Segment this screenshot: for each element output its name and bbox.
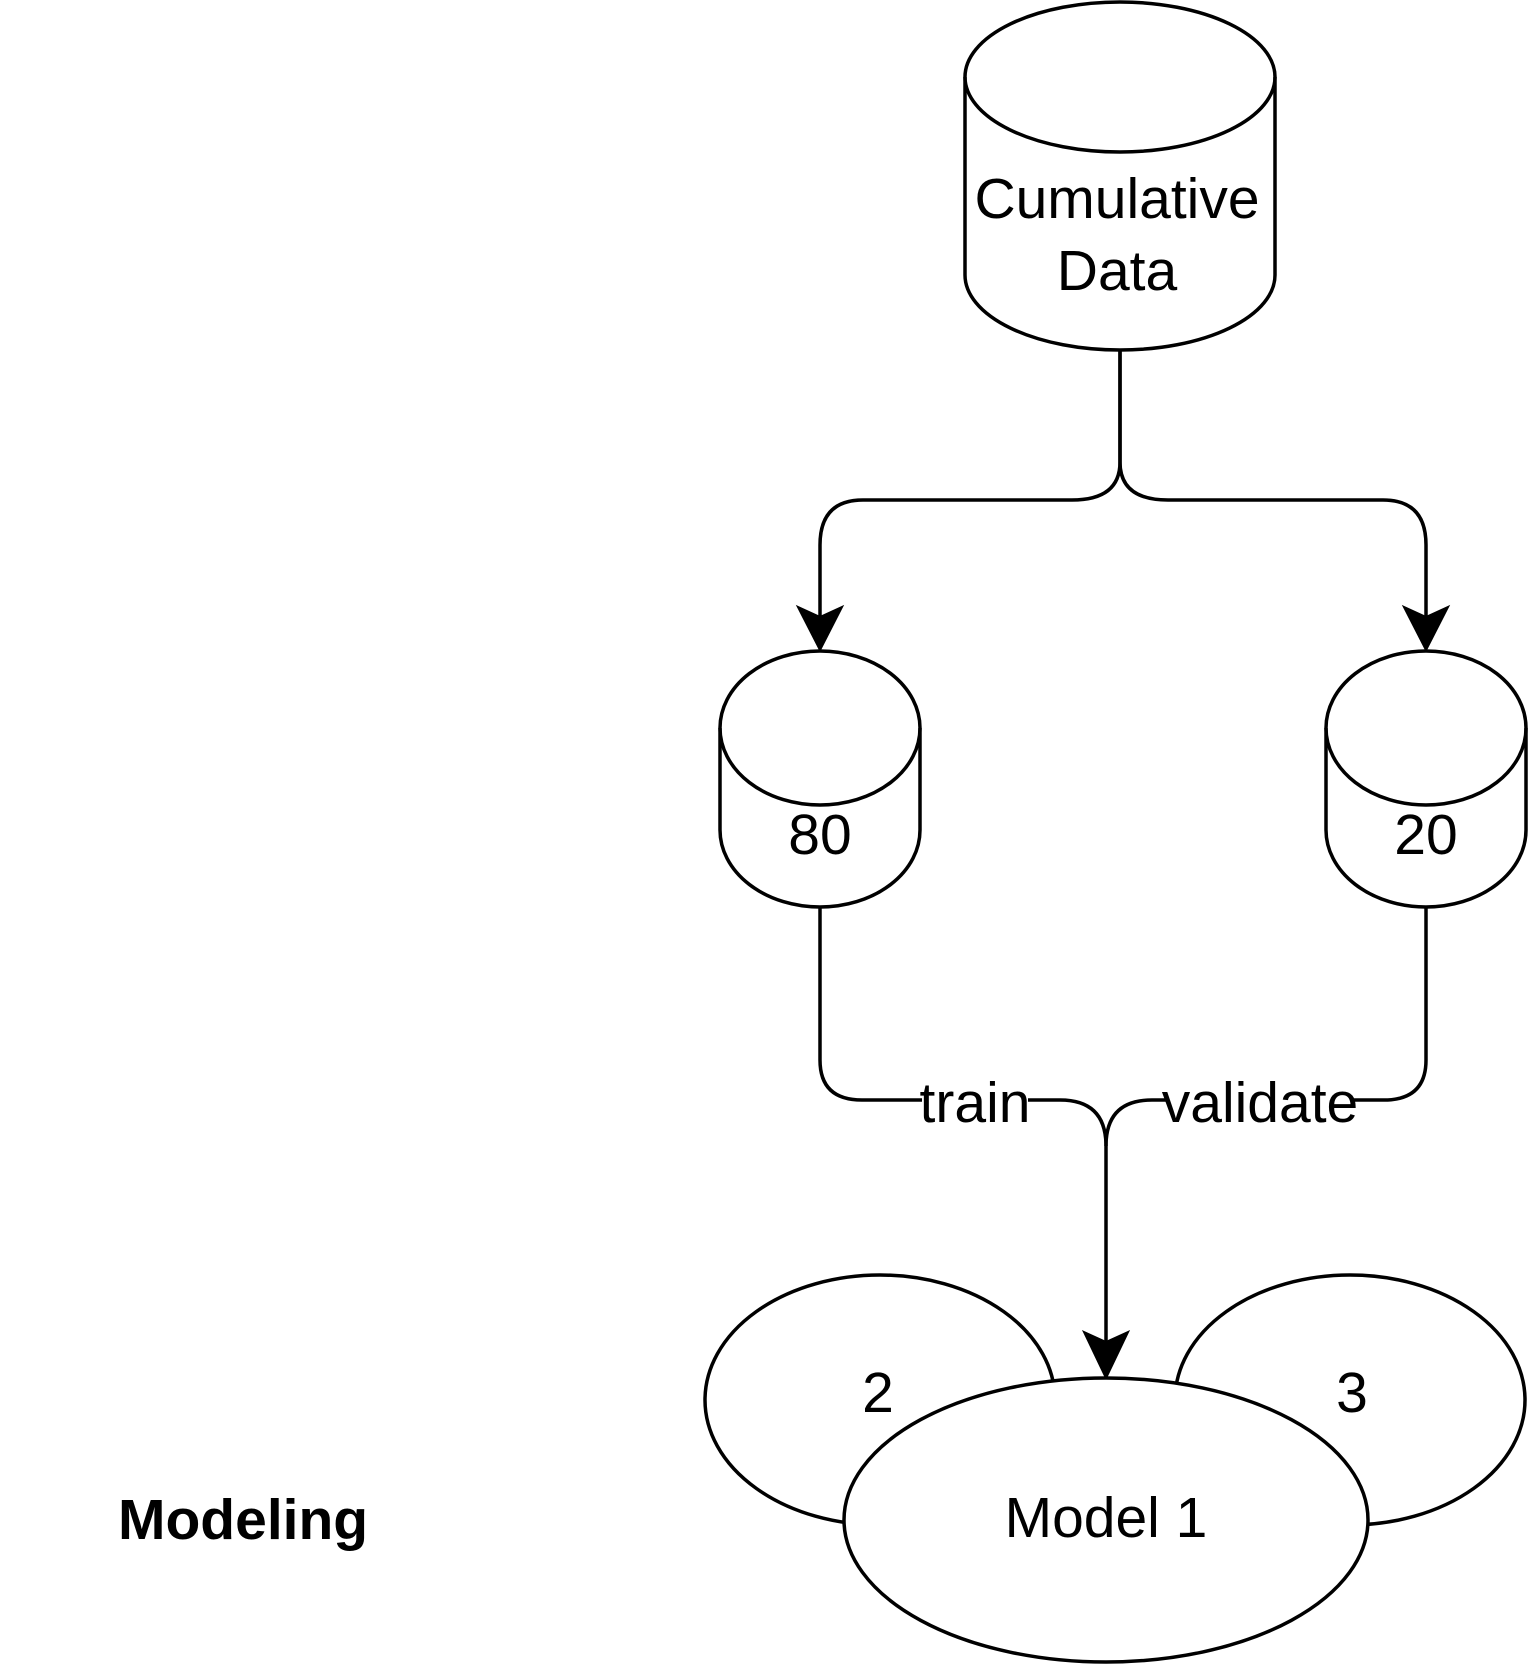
model-1-label: Model 1 <box>1005 1486 1208 1550</box>
validate-split-cylinder: 20 <box>1324 649 1528 909</box>
validate-edge-label: validate <box>1162 1071 1358 1135</box>
train-split-label: 80 <box>788 803 851 867</box>
train-split-cylinder: 80 <box>718 649 922 909</box>
model-1-ellipse: Model 1 <box>842 1376 1370 1664</box>
arrowhead-to-80 <box>795 604 845 653</box>
cumulative-data-label-line2: Data <box>1057 239 1178 303</box>
train-edge-label: train <box>920 1071 1031 1135</box>
cumulative-data-cylinder: Cumulative Data <box>963 0 1277 352</box>
arrowhead-to-model <box>1081 1329 1131 1381</box>
model-3-label: 3 <box>1336 1361 1368 1425</box>
cumulative-data-label-line1: Cumulative <box>974 167 1259 231</box>
arrowhead-to-20 <box>1401 604 1451 653</box>
train-edge <box>818 907 1108 1350</box>
split-edge-to-20 <box>1118 350 1428 630</box>
split-edge-to-80 <box>818 350 1122 630</box>
validate-split-label: 20 <box>1394 803 1457 867</box>
model-2-label: 2 <box>862 1361 894 1425</box>
section-title: Modeling <box>118 1488 368 1552</box>
